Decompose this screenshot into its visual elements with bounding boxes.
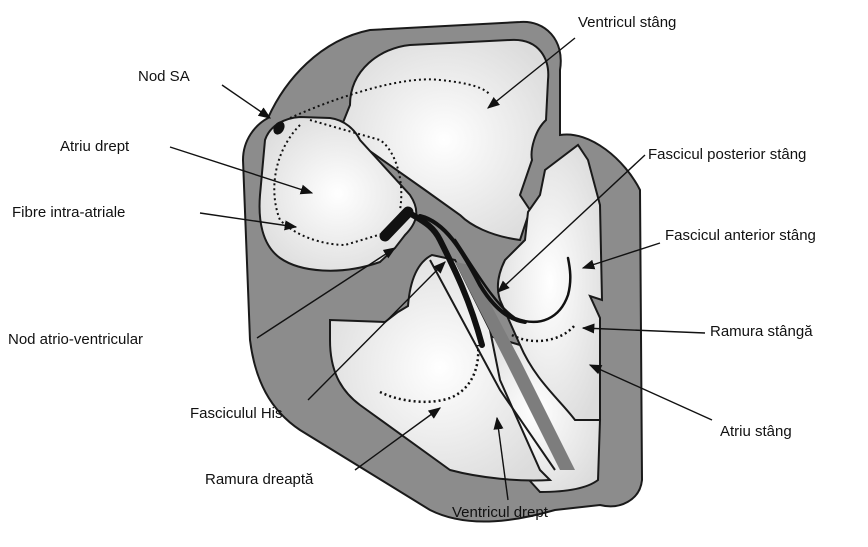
label-right-ventricle: Ventricul drept bbox=[452, 504, 548, 522]
label-left-anterior-fascicle: Fascicul anterior stâng bbox=[665, 227, 816, 245]
label-right-atrium: Atriu drept bbox=[60, 138, 129, 156]
label-sa-node: Nod SA bbox=[138, 68, 190, 86]
label-left-ventricle: Ventricul stâng bbox=[578, 14, 676, 32]
label-left-posterior-fascicle: Fascicul posterior stâng bbox=[648, 146, 806, 164]
arrow-nod-sa bbox=[222, 85, 270, 118]
label-av-node: Nod atrio-ventricular bbox=[8, 331, 143, 349]
label-right-branch: Ramura dreaptă bbox=[205, 471, 313, 489]
label-his-bundle: Fasciculul His bbox=[190, 405, 283, 423]
label-left-branch: Ramura stângă bbox=[710, 323, 813, 341]
label-left-atrium: Atriu stâng bbox=[720, 423, 792, 441]
label-intra-atrial-fibers: Fibre intra-atriale bbox=[12, 204, 125, 222]
